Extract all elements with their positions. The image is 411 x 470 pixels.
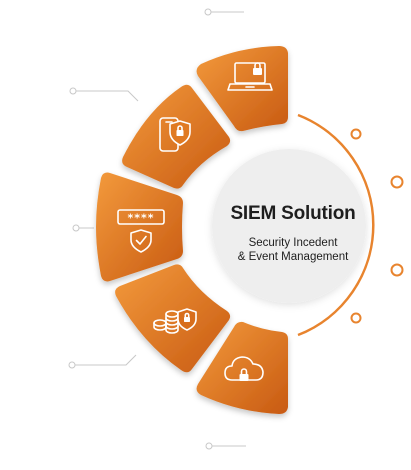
- segment-password: [96, 172, 183, 282]
- laptop-lock-icon: [227, 62, 273, 91]
- segment-cloud: [196, 321, 288, 414]
- arc-node-4: [350, 312, 362, 324]
- smartphone-lock-icon: [159, 117, 191, 152]
- arc-node-2: [390, 175, 404, 189]
- svg-text:****: ****: [127, 212, 154, 225]
- connector-dot-1: [204, 8, 212, 16]
- center-subtitle: Security Incedent & Event Management: [218, 236, 368, 264]
- segment-coins: [115, 264, 231, 373]
- center-title: SIEM Solution: [230, 203, 356, 224]
- cloud-lock-icon: [224, 356, 264, 381]
- center-subtitle-line-2: & Event Management: [237, 251, 349, 263]
- coins-lock-icon: [153, 308, 197, 334]
- password-shield-icon: ****: [117, 209, 165, 253]
- connector-dot-4: [68, 361, 76, 369]
- center-subtitle-line-1: Security Incedent: [248, 237, 338, 249]
- connector-dot-5: [205, 442, 213, 450]
- outer-arc: [297, 113, 404, 337]
- center-circle: [212, 149, 366, 303]
- connector-lines: [68, 8, 246, 450]
- arc-node-3: [390, 263, 404, 277]
- connector-dot-2: [69, 87, 77, 95]
- connector-dot-3: [72, 224, 80, 232]
- arc-nodes: [350, 128, 404, 324]
- arc-node-1: [350, 128, 362, 140]
